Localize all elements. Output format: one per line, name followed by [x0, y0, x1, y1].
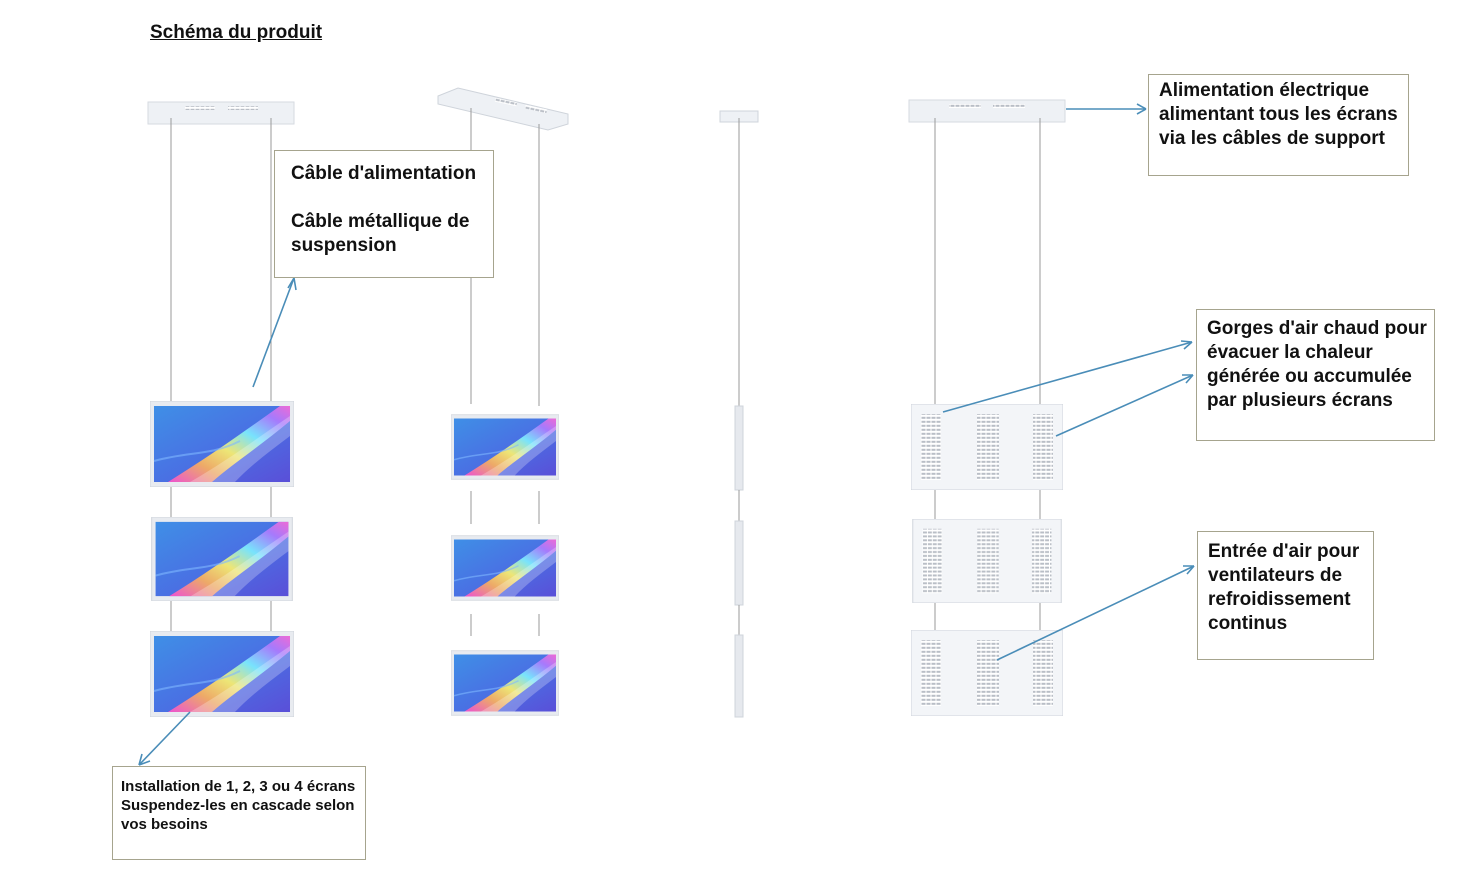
suspension-cable-label: Câble métallique de suspension — [291, 211, 470, 256]
side-view-column — [719, 110, 759, 718]
screen-side-profile — [734, 520, 744, 606]
ceiling-mount — [437, 87, 569, 131]
ceiling-mount — [147, 101, 295, 125]
arrow-to-power-callout — [1066, 103, 1147, 115]
display-screen — [451, 649, 559, 717]
display-screen — [451, 534, 559, 602]
cable-callout: Câble d'alimentation Câble métallique de… — [274, 150, 494, 278]
front-view-column — [147, 101, 295, 717]
back-panel — [911, 404, 1063, 490]
ceiling-mount — [908, 99, 1066, 123]
arrow-to-intake-callout — [996, 565, 1195, 661]
air-intake-callout: Entrée d'air pour ventilateurs de refroi… — [1197, 531, 1374, 660]
air-intake-label: Entrée d'air pour ventilateurs de refroi… — [1208, 541, 1360, 634]
back-panel — [911, 630, 1063, 716]
screen-side-profile — [734, 634, 744, 718]
display-screen — [451, 413, 559, 481]
arrow-to-cable-callout — [252, 277, 297, 388]
display-screen — [150, 631, 294, 717]
back-panel — [912, 519, 1062, 603]
cascade-label: Suspendez-les en cascade selon vos besoi… — [121, 797, 355, 833]
installation-count-label: Installation de 1, 2, 3 ou 4 écrans — [121, 778, 356, 795]
display-screen — [150, 401, 294, 487]
angled-view-column — [437, 87, 569, 717]
arrow-to-hot-air-callout-2 — [1055, 374, 1194, 437]
arrow-to-hot-air-callout-1 — [942, 340, 1193, 413]
diagram-title: Schéma du produit — [150, 22, 323, 43]
power-cable-label: Câble d'alimentation — [291, 163, 477, 184]
installation-callout: Installation de 1, 2, 3 ou 4 écrans Susp… — [112, 766, 366, 860]
display-screen — [150, 517, 294, 601]
screen-side-profile — [734, 405, 744, 491]
hot-air-vent-label: Gorges d'air chaud pour évacuer la chale… — [1207, 318, 1427, 411]
arrow-to-install-callout — [138, 711, 191, 766]
back-view-column — [908, 99, 1066, 716]
power-supply-callout: Alimentation électrique alimentant tous … — [1148, 74, 1409, 176]
power-supply-label: Alimentation électrique alimentant tous … — [1159, 80, 1398, 149]
hot-air-vent-callout: Gorges d'air chaud pour évacuer la chale… — [1196, 309, 1435, 441]
